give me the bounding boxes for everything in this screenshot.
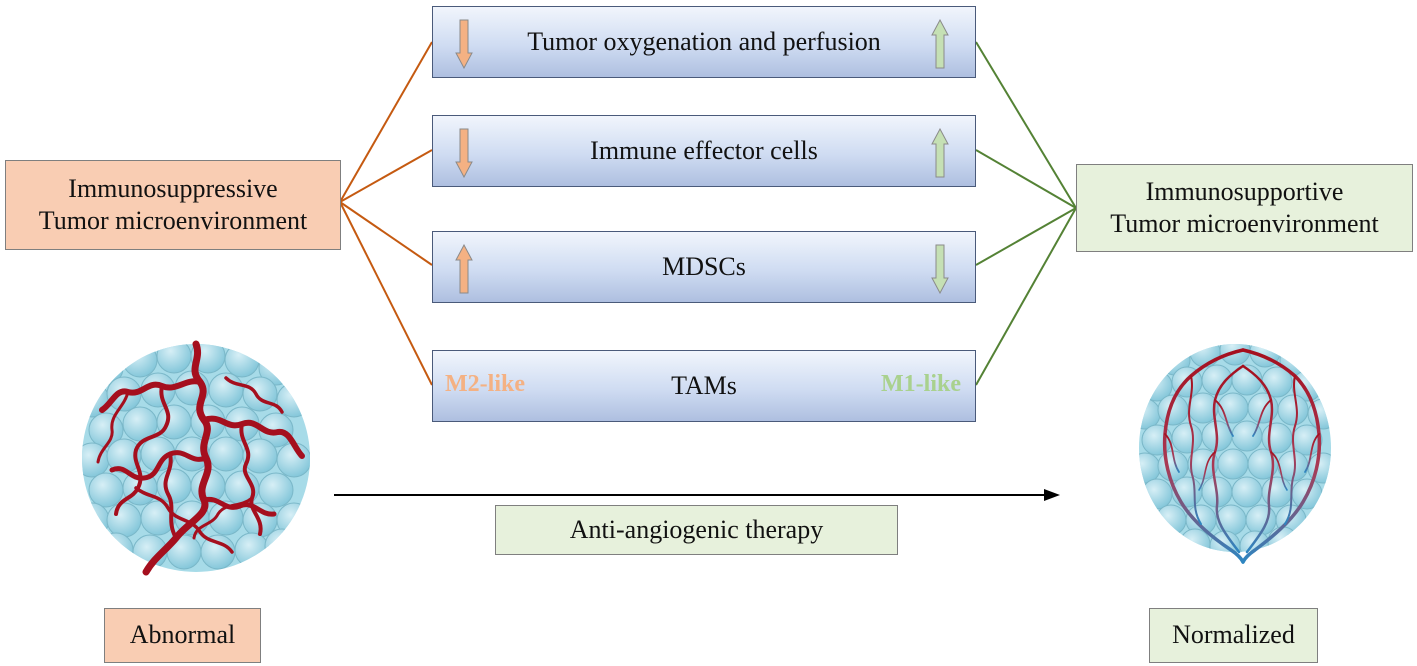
therapy-box: Anti-angiogenic therapy — [495, 505, 898, 555]
factor-label: TAMs — [671, 371, 737, 400]
up-arrow-icon — [455, 244, 473, 294]
immunosuppressive-line1: Immunosuppressive — [68, 173, 278, 203]
m1-like-label: M1-like — [881, 371, 961, 397]
up-arrow-icon — [931, 128, 949, 178]
orange-connector-4 — [339, 201, 433, 386]
normalized-tumor-illustration — [1139, 342, 1331, 564]
green-connector-3 — [975, 207, 1077, 266]
normalized-label: Normalized — [1172, 620, 1295, 650]
immunosupportive-line1: Immunosupportive — [1145, 176, 1344, 206]
immunosupportive-box: Immunosupportive Tumor microenvironment — [1076, 164, 1413, 252]
normalized-label-box: Normalized — [1149, 608, 1318, 663]
green-connector-2 — [975, 149, 1077, 209]
orange-connector-2 — [339, 149, 433, 203]
factor-label: Tumor oxygenation and perfusion — [527, 27, 881, 56]
therapy-label: Anti-angiogenic therapy — [569, 514, 824, 544]
green-connector-4 — [975, 207, 1077, 386]
therapy-arrow-head — [1044, 489, 1060, 501]
immunosuppressive-line2: Tumor microenvironment — [38, 206, 308, 235]
factor-tams: M2-like TAMs M1-like — [432, 350, 976, 422]
factor-label: Immune effector cells — [590, 136, 818, 165]
green-connector-1 — [975, 41, 1077, 209]
immunosuppressive-box: Immunosuppressive Tumor microenvironment — [5, 160, 341, 250]
down-arrow-icon — [455, 128, 473, 178]
down-arrow-icon — [931, 244, 949, 294]
abnormal-label-box: Abnormal — [104, 608, 261, 663]
factor-mdscs: MDSCs — [432, 231, 976, 303]
up-arrow-icon — [931, 19, 949, 69]
immunosupportive-line2: Tumor microenvironment — [1110, 209, 1379, 238]
orange-connector-3 — [339, 201, 433, 266]
factor-immune-effector-cells: Immune effector cells — [432, 115, 976, 187]
tortuous-vessels — [96, 340, 305, 576]
abnormal-tumor-illustration — [82, 340, 310, 576]
normalized-vessels — [1162, 342, 1322, 564]
factor-oxygenation: Tumor oxygenation and perfusion — [432, 6, 976, 78]
m2-like-label: M2-like — [445, 371, 525, 397]
abnormal-label: Abnormal — [129, 620, 236, 650]
orange-connector-1 — [339, 41, 433, 203]
down-arrow-icon — [455, 19, 473, 69]
factor-label: MDSCs — [662, 252, 746, 281]
